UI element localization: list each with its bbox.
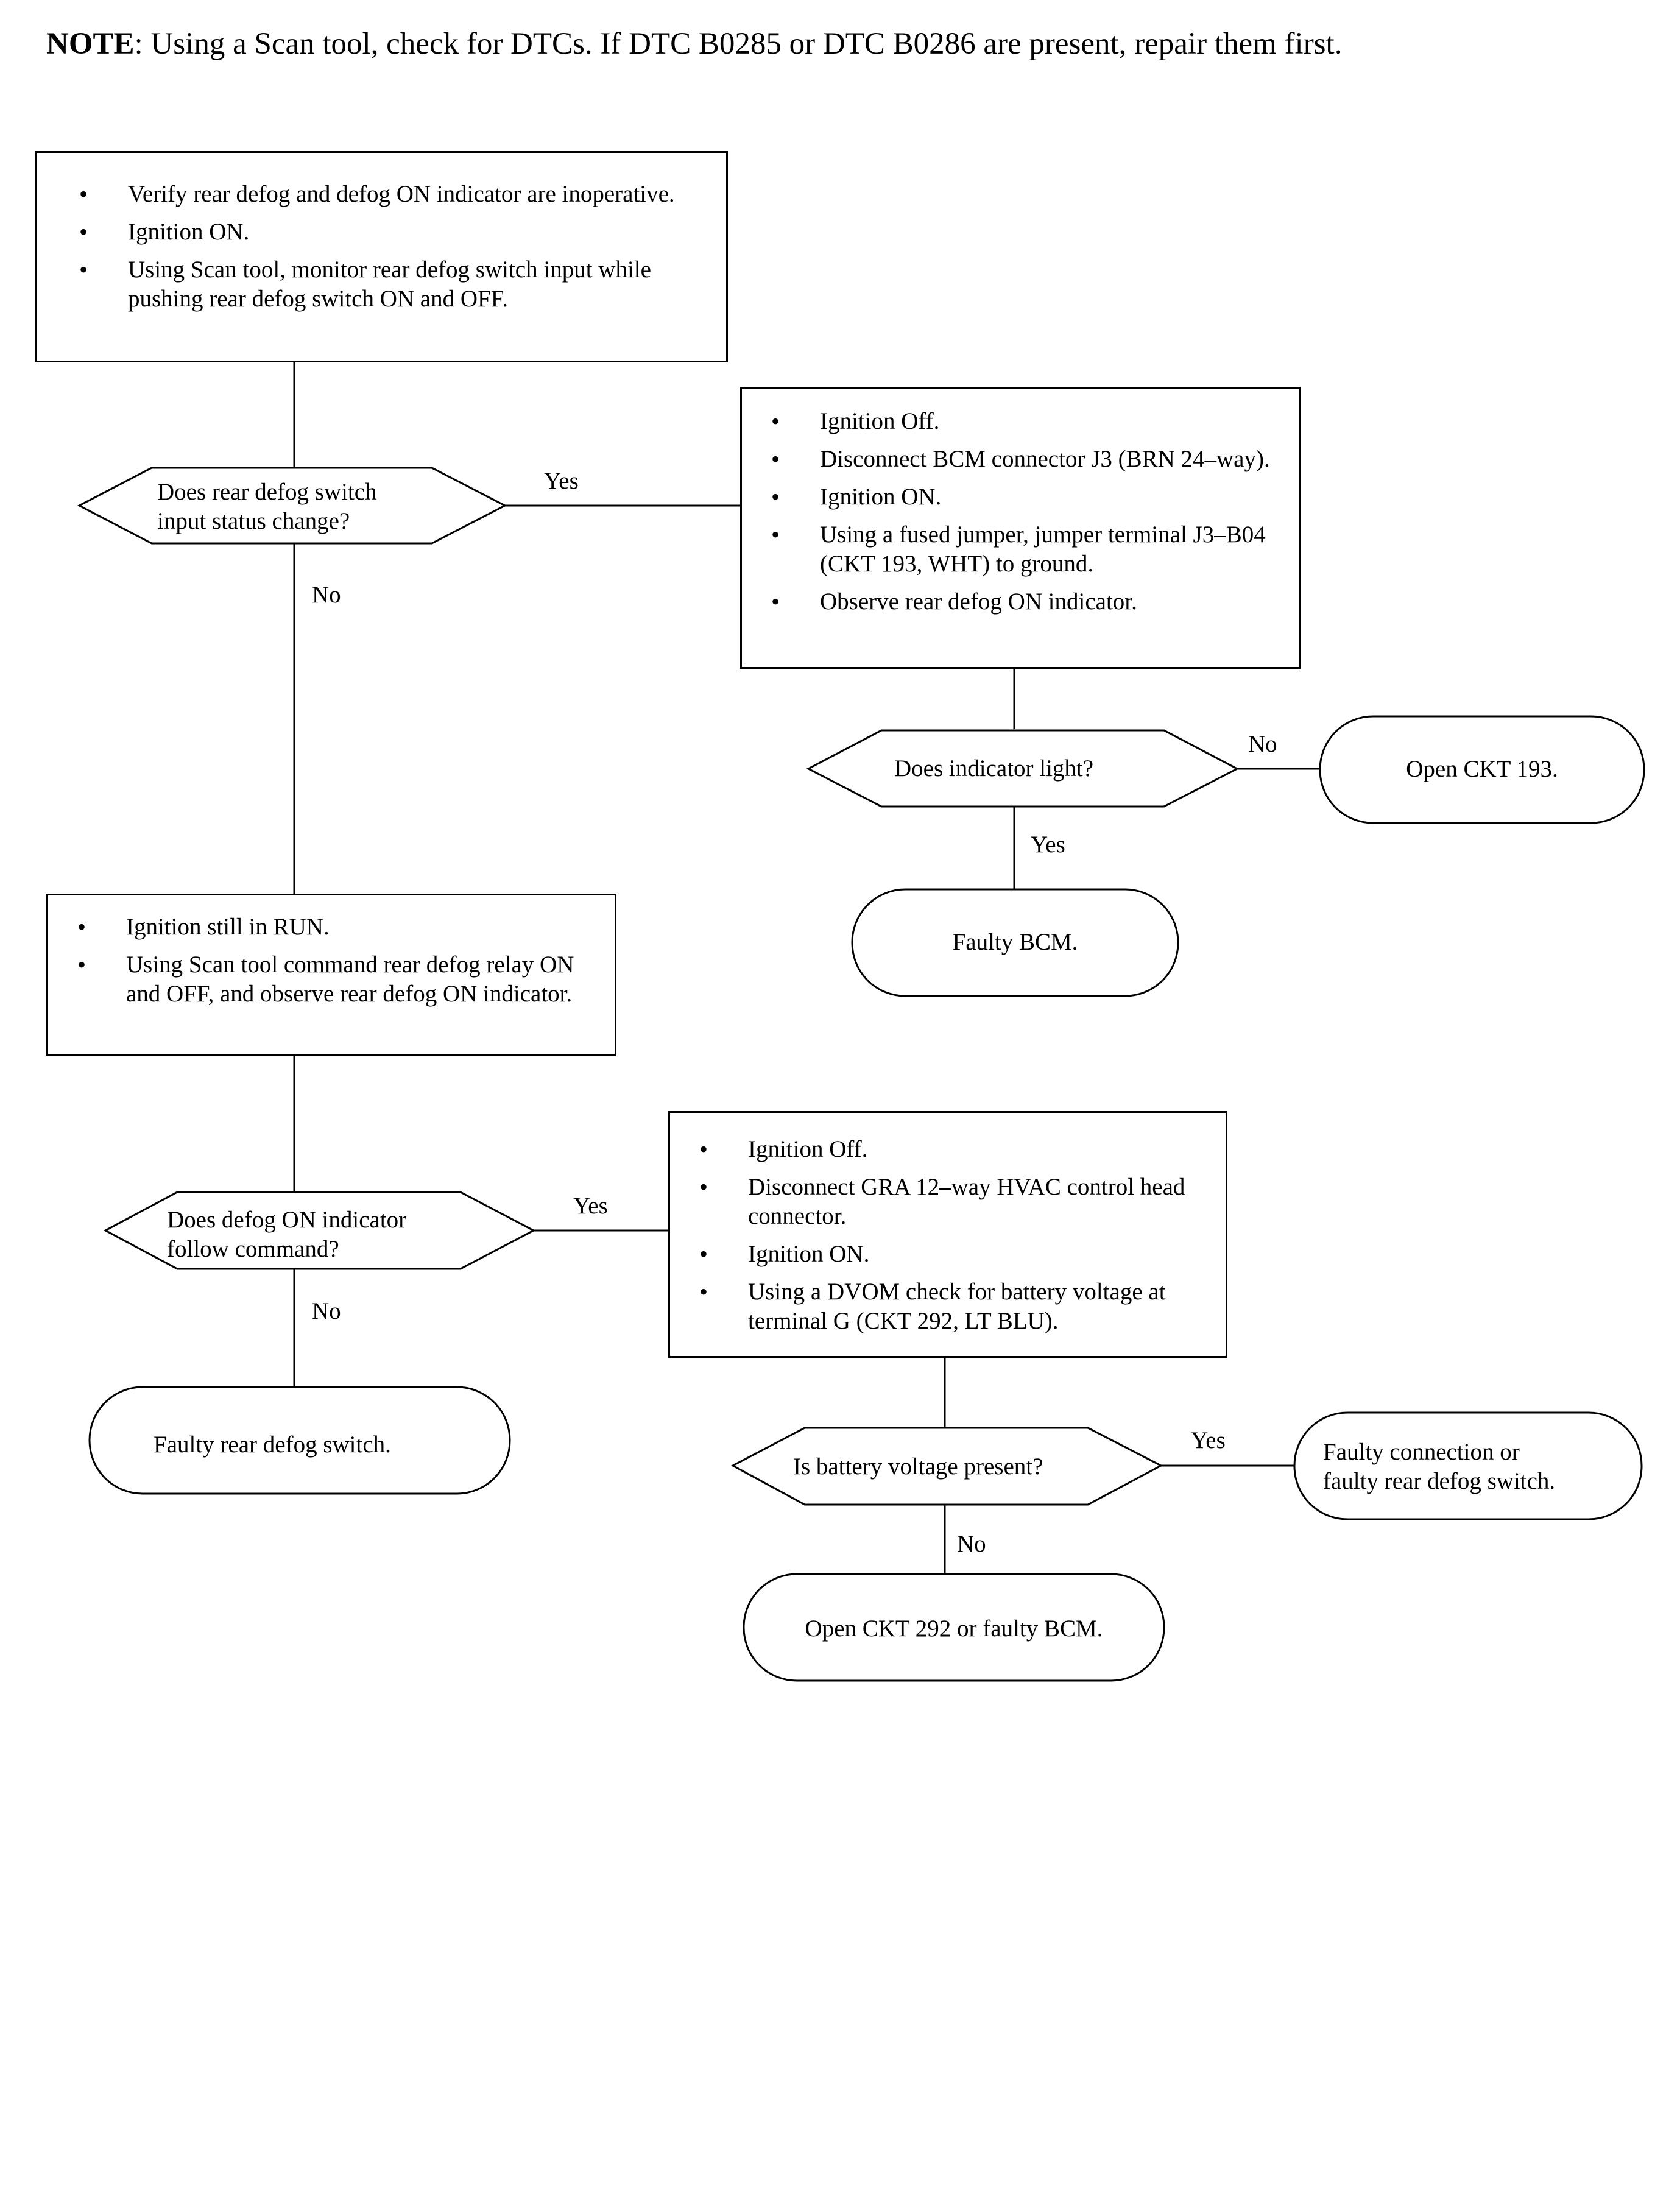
step-item: Ignition Off.: [771, 407, 1274, 436]
text-line: Does defog ON indicator: [167, 1207, 407, 1233]
result-r4-text: Faulty connection or faulty rear defog sw…: [1323, 1438, 1555, 1496]
step-item: Using a DVOM check for battery voltage a…: [699, 1277, 1201, 1336]
decision-d2-shape: [806, 729, 1240, 808]
step-item: Ignition still in RUN.: [77, 913, 590, 942]
decision-d4-shape: [730, 1427, 1163, 1506]
result-r5-text: Open CKT 292 or faulty BCM.: [744, 1614, 1164, 1643]
text-line: follow command?: [167, 1236, 339, 1262]
text-line: Does rear defog switch: [157, 479, 377, 505]
label-d2-yes: Yes: [1031, 831, 1065, 858]
label-d4-no: No: [957, 1531, 986, 1557]
step1-box: Verify rear defog and defog ON indicator…: [35, 151, 728, 362]
result-r3-text: Faulty rear defog switch.: [154, 1430, 391, 1460]
result-r5-shape: [743, 1573, 1165, 1682]
step-item: Using a fused jumper, jumper terminal J3…: [771, 520, 1274, 579]
step3-box: Ignition still in RUN. Using Scan tool co…: [46, 894, 616, 1056]
step-item: Disconnect GRA 12–way HVAC control head …: [699, 1173, 1201, 1231]
decision-d1-shape: [77, 467, 507, 545]
step-item: Ignition ON.: [771, 482, 1274, 512]
result-r1-shape: [1319, 715, 1645, 824]
step1-list: Verify rear defog and defog ON indicator…: [79, 180, 702, 314]
text-line: input status change?: [157, 508, 350, 534]
step-item: Observe rear defog ON indicator.: [771, 587, 1274, 616]
result-r1-text: Open CKT 193.: [1320, 755, 1644, 784]
decision-d3-text: Does defog ON indicator follow command?: [167, 1206, 406, 1264]
text-line: Faulty rear defog switch.: [154, 1432, 391, 1458]
step-item: Disconnect BCM connector J3 (BRN 24–way)…: [771, 445, 1274, 474]
text-line: faulty rear defog switch.: [1323, 1468, 1556, 1494]
decision-d3-shape: [103, 1191, 536, 1270]
label-d4-yes: Yes: [1191, 1427, 1226, 1453]
decision-d1-text: Does rear defog switch input status chang…: [157, 478, 377, 536]
step3-list: Ignition still in RUN. Using Scan tool co…: [77, 913, 590, 1009]
step-item: Ignition ON.: [699, 1240, 1201, 1269]
note-label: NOTE: [46, 27, 135, 61]
text-line: Open CKT 292 or faulty BCM.: [805, 1615, 1103, 1642]
label-d1-no: No: [312, 582, 341, 608]
label-d2-no: No: [1248, 731, 1277, 757]
step-item: Ignition ON.: [79, 217, 702, 247]
label-d3-no: No: [312, 1298, 341, 1324]
step-item: Verify rear defog and defog ON indicator…: [79, 180, 702, 209]
decision-d2-text: Does indicator light?: [894, 754, 1093, 783]
step4-list: Ignition Off. Disconnect GRA 12–way HVAC …: [699, 1135, 1201, 1336]
result-r2-text: Faulty BCM.: [852, 928, 1178, 957]
step-item: Ignition Off.: [699, 1135, 1201, 1164]
result-r2-shape: [851, 888, 1179, 997]
note-banner: NOTE: Using a Scan tool, check for DTCs.…: [46, 26, 1342, 63]
text-line: Does indicator light?: [894, 755, 1094, 782]
step2-box: Ignition Off. Disconnect BCM connector J3…: [740, 387, 1301, 669]
label-d1-yes: Yes: [544, 468, 579, 494]
decision-d4-text: Is battery voltage present?: [793, 1452, 1043, 1481]
label-d3-yes: Yes: [573, 1193, 608, 1219]
step2-list: Ignition Off. Disconnect BCM connector J3…: [771, 407, 1274, 616]
text-line: Open CKT 193.: [1406, 756, 1558, 782]
result-r3-shape: [88, 1386, 511, 1495]
text-line: Is battery voltage present?: [793, 1453, 1043, 1480]
step-item: Using Scan tool command rear defog relay…: [77, 950, 590, 1009]
note-text: : Using a Scan tool, check for DTCs. If …: [134, 27, 1343, 61]
text-line: Faulty BCM.: [952, 929, 1078, 955]
result-r4-shape: [1293, 1411, 1643, 1520]
step4-box: Ignition Off. Disconnect GRA 12–way HVAC …: [668, 1111, 1227, 1358]
step-item: Using Scan tool, monitor rear defog swit…: [79, 255, 702, 314]
text-line: Faulty connection or: [1323, 1439, 1520, 1465]
